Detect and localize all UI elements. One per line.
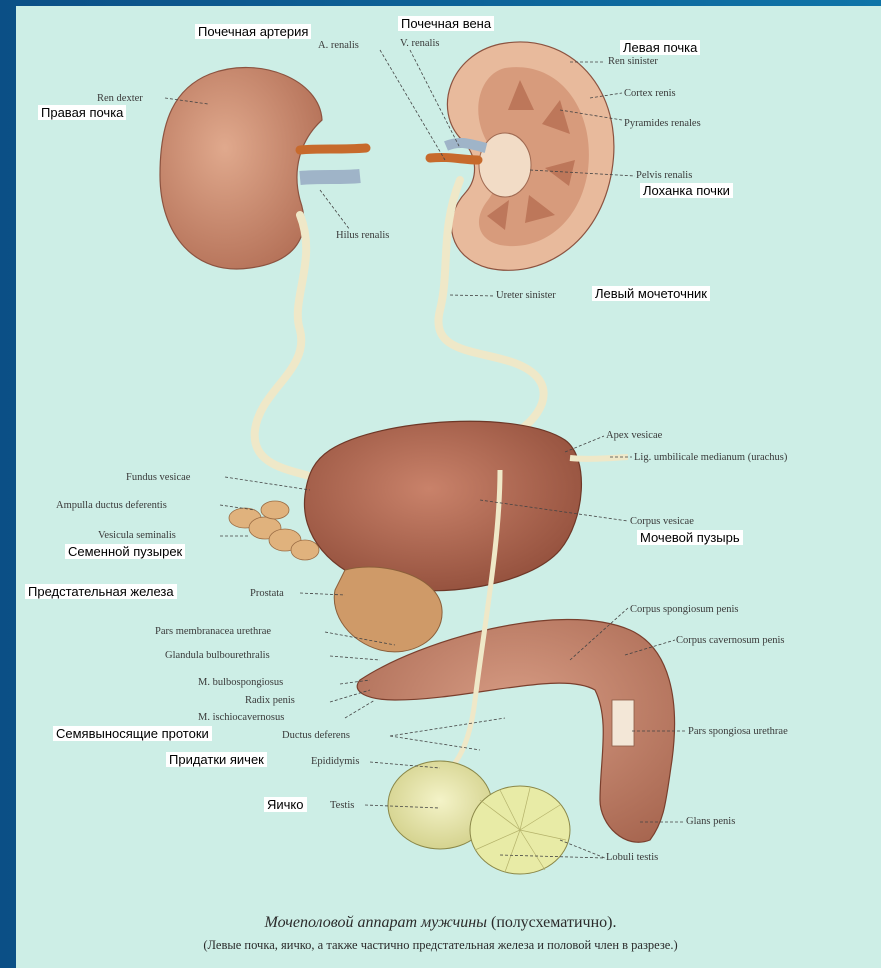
label-m-ischiocavernosus: M. ischiocavernosus	[198, 712, 284, 724]
left-renal-artery	[430, 157, 478, 160]
label-ducts-ru: Семявыносящие протоки	[53, 726, 212, 741]
label-pars-spongiosa-urethrae: Pars spongiosa urethrae	[688, 726, 788, 738]
label-left-kidney-ru: Левая почка	[620, 40, 700, 55]
label-a-renalis: A. renalis	[318, 40, 359, 52]
bladder-urachus	[570, 457, 628, 459]
label-v-renalis: V. renalis	[400, 38, 439, 50]
label-ureter-sinister: Ureter sinister	[496, 290, 556, 302]
label-testis-ru: Яичко	[264, 797, 307, 812]
label-seminal-vesicle-ru: Семенной пузырек	[65, 544, 185, 559]
right-kidney-shape	[160, 68, 322, 269]
label-fundus-vesicae: Fundus vesicae	[126, 472, 190, 484]
label-bladder-ru: Мочевой пузырь	[637, 530, 743, 545]
label-corpus-spongiosum-penis: Corpus spongiosum penis	[630, 604, 739, 616]
label-ren-dexter: Ren dexter	[97, 93, 143, 105]
label-apex-vesicae: Apex vesicae	[606, 430, 662, 442]
label-radix-penis: Radix penis	[245, 695, 295, 707]
label-epididymis-ru: Придатки яичек	[166, 752, 267, 767]
label-lobuli-testis: Lobuli testis	[606, 852, 658, 864]
caption-subtitle: (Левые почка, яичко, а также частично пр…	[0, 938, 881, 953]
right-renal-artery	[300, 148, 366, 150]
right-renal-vein	[300, 176, 360, 178]
caption-title-rest: (полусхематично).	[487, 914, 616, 931]
urethra-section	[612, 700, 634, 746]
label-pars-membranacea-urethrae: Pars membranacea urethrae	[155, 626, 271, 638]
label-vesicula-seminalis: Vesicula seminalis	[98, 530, 176, 542]
label-renal-vein-ru: Почечная вена	[398, 16, 494, 31]
label-ampulla-ductus-deferentis: Ampulla ductus deferentis	[56, 500, 167, 512]
label-cortex-renis: Cortex renis	[624, 88, 676, 100]
label-corpus-vesicae: Corpus vesicae	[630, 516, 694, 528]
label-prostata: Prostata	[250, 588, 284, 600]
left-renal-pelvis	[479, 133, 531, 197]
bladder-shape	[304, 421, 581, 591]
label-glans-penis: Glans penis	[686, 816, 735, 828]
caption-title-italic: Мочеполовой аппарат мужчины	[265, 914, 487, 931]
label-pelvis-ru: Лоханка почки	[640, 183, 733, 198]
label-right-kidney-ru: Правая почка	[38, 105, 126, 120]
label-ren-sinister: Ren sinister	[608, 56, 658, 68]
left-renal-vein	[446, 143, 486, 148]
label-hilus-renalis: Hilus renalis	[336, 230, 389, 242]
label-lig-umbilicale: Lig. umbilicale medianum (urachus)	[634, 452, 787, 464]
label-pelvis-renalis: Pelvis renalis	[636, 170, 692, 182]
label-corpus-cavernosum-penis: Corpus cavernosum penis	[676, 635, 784, 647]
label-glandula-bulbourethralis: Glandula bulbourethralis	[165, 650, 270, 662]
label-ductus-deferens: Ductus deferens	[282, 730, 350, 742]
label-prostate-ru: Предстательная железа	[25, 584, 177, 599]
label-epididymis: Epididymis	[311, 756, 359, 768]
label-pyramides-renales: Pyramides renales	[624, 118, 701, 130]
label-m-bulbospongiosus: M. bulbospongiosus	[198, 677, 283, 689]
caption-title: Мочеполовой аппарат мужчины (полусхемати…	[0, 914, 881, 932]
label-testis: Testis	[330, 800, 354, 812]
label-left-ureter-ru: Левый мочеточник	[592, 286, 710, 301]
label-renal-artery-ru: Почечная артерия	[195, 24, 311, 39]
